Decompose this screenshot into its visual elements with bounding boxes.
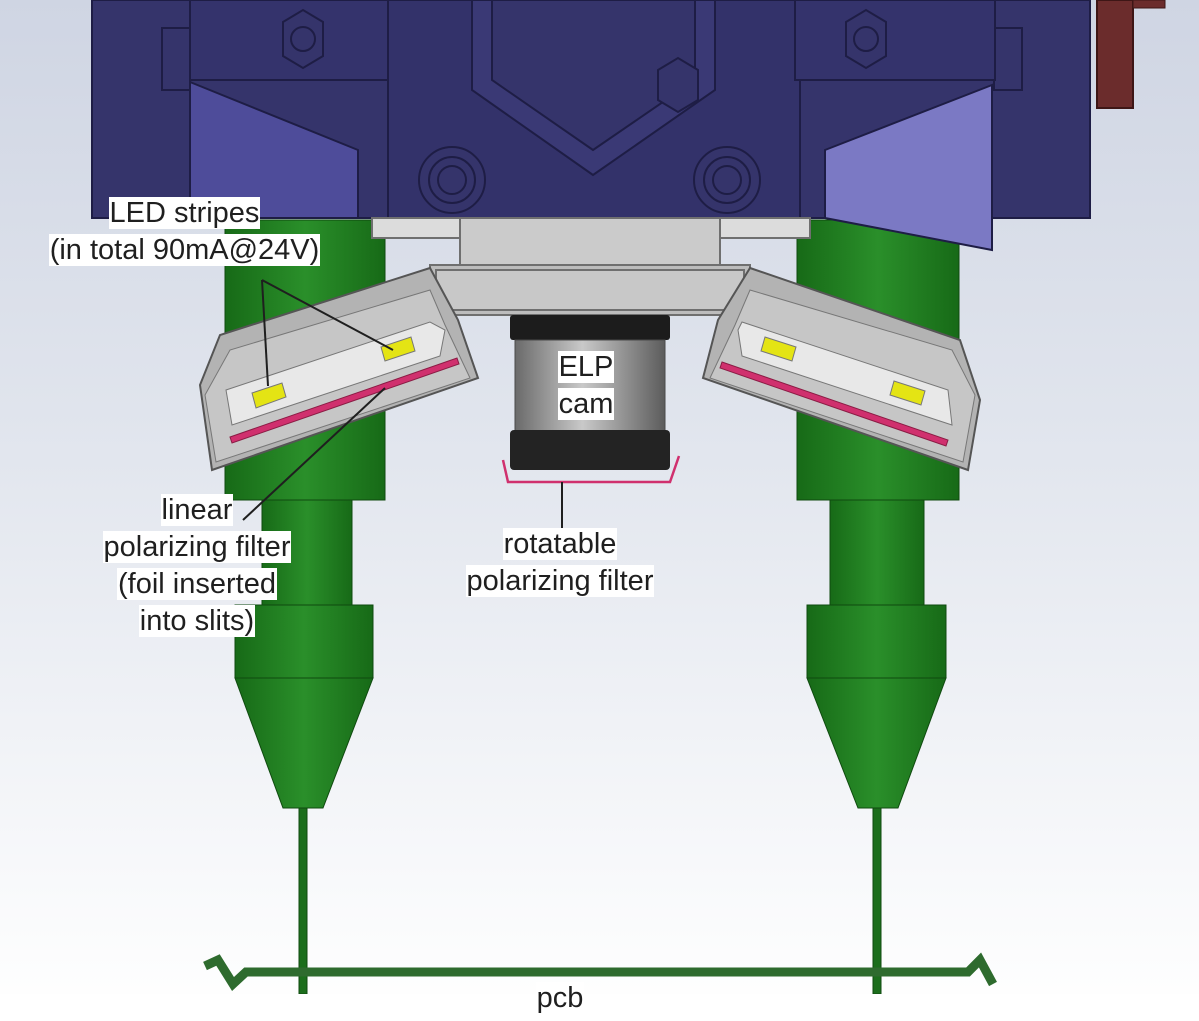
label-rot-line1: rotatable <box>502 528 618 560</box>
label-led-stripes: LED stripes (in total 90mA@24V) <box>22 195 347 269</box>
leader-lines <box>242 279 563 530</box>
center-bracket <box>371 217 811 316</box>
connector-top <box>1132 0 1166 9</box>
screw-right <box>693 146 761 214</box>
leader-led-1 <box>261 279 269 387</box>
hex-nut-center <box>657 56 699 114</box>
leader-linear-filter <box>242 387 386 521</box>
pcb <box>203 952 997 991</box>
hex-nut-left <box>282 8 324 70</box>
label-cam-line2: cam <box>557 388 615 420</box>
label-lin-line2: polarizing filter <box>102 531 292 563</box>
label-linear-filter: linear polarizing filter (foil inserted … <box>82 492 312 640</box>
bottom-strip <box>0 994 1199 1016</box>
label-led-line2: (in total 90mA@24V) <box>48 234 321 266</box>
led-bracket-left <box>198 266 480 472</box>
rotatable-filter-mark <box>501 455 681 484</box>
connector <box>1096 0 1134 109</box>
label-pcb: pcb <box>510 980 610 1017</box>
leader-led-2 <box>261 279 394 351</box>
label-lin-line1: linear <box>160 494 234 526</box>
side-wedge-left <box>189 80 359 219</box>
label-elp-cam: ELP cam <box>548 349 624 423</box>
label-led-line1: LED stripes <box>108 197 261 229</box>
label-rotatable-filter: rotatable polarizing filter <box>440 526 680 600</box>
label-rot-line2: polarizing filter <box>465 565 655 597</box>
side-wedge-right <box>824 83 993 252</box>
led-bracket-right <box>701 266 982 472</box>
label-lin-line3: (foil inserted <box>117 568 277 600</box>
label-cam-line1: ELP <box>557 351 615 383</box>
label-pcb-text: pcb <box>535 982 585 1014</box>
label-lin-line4: into slits) <box>138 605 256 637</box>
hex-nut-right <box>845 8 887 70</box>
screw-left <box>418 146 486 214</box>
